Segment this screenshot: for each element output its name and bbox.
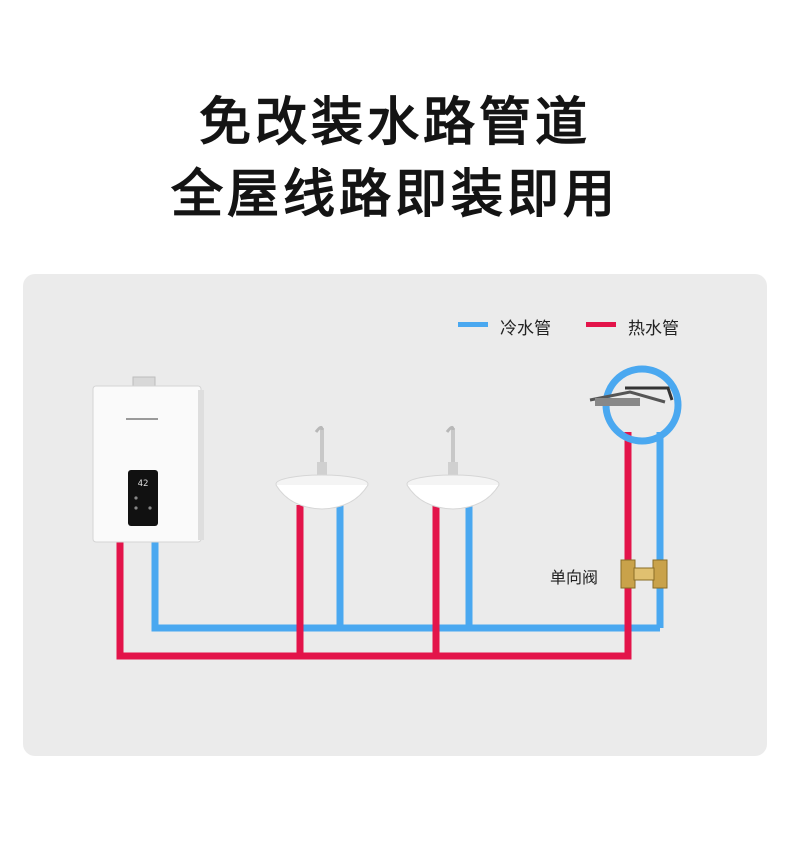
legend-hot-swatch <box>586 322 616 327</box>
check-valve-label: 单向阀 <box>550 568 599 587</box>
headline-line-2: 全屋线路即装即用 <box>170 165 619 225</box>
shower-head-icon <box>589 365 682 445</box>
check-valve-icon <box>620 559 668 589</box>
hot-pipe-network <box>116 432 632 660</box>
hot-main-pipe <box>116 432 632 660</box>
headline-line-1: 免改装水路管道 <box>198 93 591 153</box>
water-heater-icon: 42 <box>92 376 204 543</box>
wash-basin-right-icon <box>406 425 500 510</box>
cold-main-pipe <box>151 538 660 632</box>
heater-display-text: 42 <box>138 479 149 489</box>
legend-cold-swatch <box>458 322 488 327</box>
wash-basin-left-icon <box>275 425 369 510</box>
cold-pipe-network <box>151 432 664 632</box>
legend-hot-label: 热水管 <box>628 319 679 339</box>
legend-cold-label: 冷水管 <box>500 319 551 339</box>
